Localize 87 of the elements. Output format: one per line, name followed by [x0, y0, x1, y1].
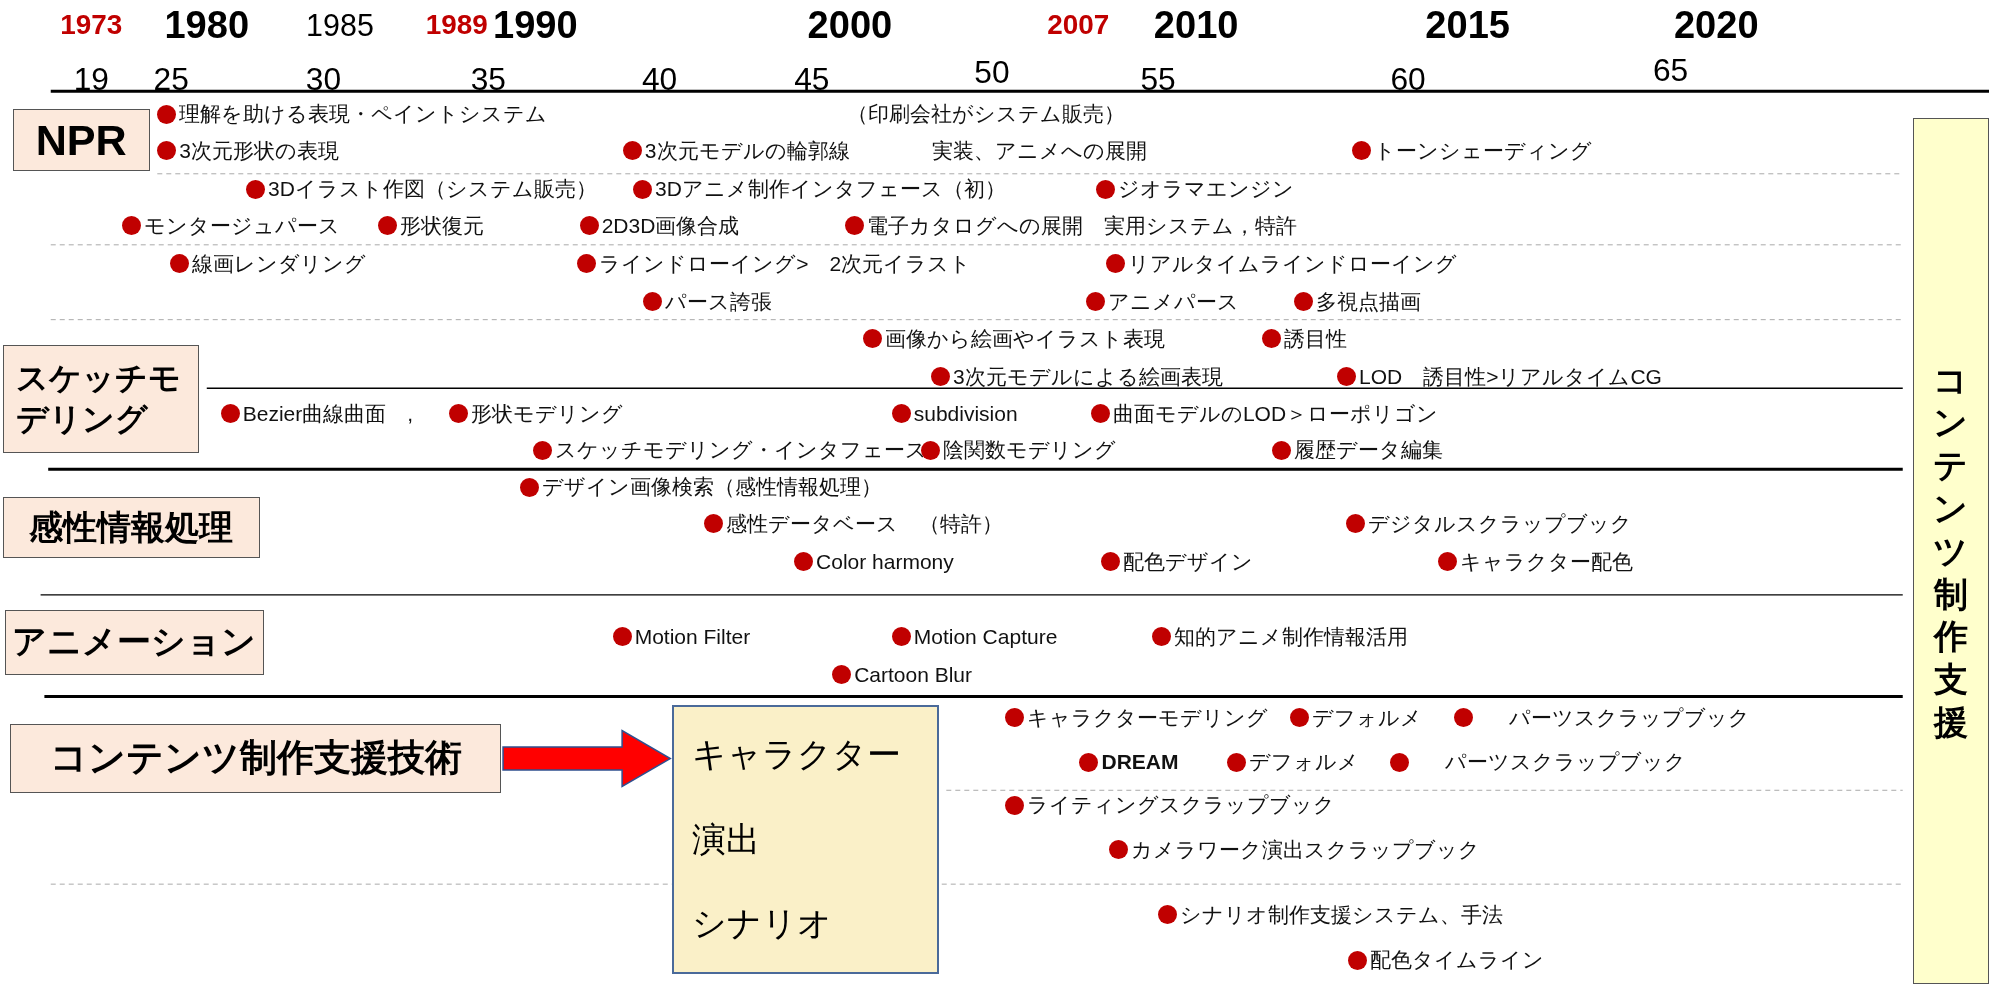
timeline-item: シナリオ制作支援システム、手法	[1180, 901, 1504, 928]
timeline-item: デジタルスクラップブック	[1367, 510, 1632, 537]
timeline-item: ジオラマエンジン	[1117, 176, 1294, 202]
timeline-item: スケッチモデリング・インタフェース	[554, 437, 927, 464]
category-box	[2, 497, 261, 559]
year-label: 2015	[1425, 3, 1510, 47]
timeline-item: subdivision	[913, 401, 1018, 426]
timeline-item: デザイン画像検索（感性情報処理）	[542, 474, 883, 501]
timeline-item: 履歴データ編集	[1294, 437, 1444, 464]
timeline-item: デフォルメ	[1312, 704, 1423, 731]
timeline-item: 3次元形状の表現	[179, 137, 339, 164]
vertical-banner	[1912, 117, 1989, 985]
year-label: 1985	[306, 7, 374, 43]
timeline-item: キャラクターモデリング	[1026, 704, 1268, 731]
category-title: スケッチモデリング	[16, 358, 182, 439]
timeline-item: Cartoon Blur	[854, 662, 972, 687]
timeline-item: 3Dアニメ制作インタフェース（初）	[654, 176, 1006, 202]
timeline-item: アニメパース	[1107, 288, 1239, 315]
timeline-item: ライティングスクラップブック	[1026, 792, 1335, 819]
timeline-item: 3Dイラスト作図（システム販売）	[268, 176, 597, 202]
timeline-item: Motion Capture	[913, 624, 1058, 649]
timeline-item: パース誇張	[665, 288, 773, 315]
category-title: アニメーション	[12, 621, 257, 663]
timeline-item: 実装、アニメへの展開	[932, 137, 1148, 164]
timeline-item: 線画レンダリング	[191, 250, 366, 277]
age-label: 50	[974, 53, 1010, 91]
year-label: 1973	[60, 9, 123, 42]
timeline-item: 理解を助ける表現・ペイントシステム	[179, 101, 548, 128]
timeline-item: 3次元モデルの輪郭線	[644, 137, 850, 164]
timeline-item: 形状モデリング	[471, 400, 624, 427]
year-label: 2020	[1673, 3, 1759, 47]
timeline-item: 知的アニメ制作情報活用	[1173, 623, 1408, 650]
timeline-item: 配色デザイン	[1123, 548, 1254, 575]
topic-box	[672, 705, 939, 975]
age-label: 40	[642, 60, 678, 98]
timeline-item: 配色タイムライン	[1370, 947, 1545, 974]
category-title: コンテンツ制作支援技術	[49, 736, 462, 781]
age-label: 25	[153, 60, 189, 98]
age-label: 19	[73, 60, 109, 98]
category-box	[12, 109, 150, 172]
year-label: 2007	[1047, 9, 1110, 42]
year-label: 2010	[1153, 3, 1239, 47]
timeline-item: 画像から絵画やイラスト表現	[884, 325, 1165, 352]
age-label: 60	[1390, 60, 1426, 98]
age-label: 35	[470, 60, 506, 98]
age-label: 65	[1652, 51, 1689, 89]
timeline-item: Bezier曲線曲面 ,	[242, 400, 414, 427]
timeline-item: （印刷会社がシステム販売）	[847, 101, 1126, 128]
year-label: 1989	[425, 9, 488, 42]
timeline-item: ラインドローイング> 2次元イラスト	[599, 250, 972, 277]
timeline-item: DREAM	[1101, 750, 1179, 775]
timeline-item: Color harmony	[816, 549, 954, 574]
topic-text: キャラクター	[692, 734, 902, 776]
category-box	[2, 345, 200, 453]
timeline-item: カメラワーク演出スクラップブック	[1130, 836, 1480, 863]
timeline-item: 曲面モデルのLOD＞ローポリゴン	[1112, 400, 1439, 427]
timeline-item: トーンシェーディング	[1374, 137, 1593, 164]
timeline-item: キャラクター配色	[1460, 548, 1634, 575]
year-label: 2000	[807, 3, 893, 47]
timeline-item: 陰関数モデリング	[942, 437, 1116, 464]
age-label: 55	[1140, 60, 1176, 98]
timeline-item: 2D3D画像合成	[601, 212, 740, 239]
timeline-item: Motion Filter	[634, 624, 751, 649]
year-label: 1990	[493, 3, 578, 47]
timeline-item: デフォルメ	[1248, 749, 1359, 776]
timeline-item: パーツスクラップブック	[1445, 749, 1687, 776]
timeline-item: 感性データベース （特許）	[726, 510, 1003, 537]
topic-text: 演出	[692, 818, 761, 860]
timeline-item: 電子カタログへの展開 実用システム，特許	[866, 212, 1297, 239]
topic-text: シナリオ	[692, 903, 833, 944]
category-title: NPR	[35, 115, 127, 165]
category-title: コンテンツ制作支援	[1932, 359, 1969, 743]
category-box	[5, 610, 264, 675]
timeline-item: パーツスクラップブック	[1508, 704, 1750, 731]
timeline-item: 多視点描画	[1315, 288, 1421, 315]
block-arrow	[502, 729, 672, 788]
age-label: 45	[794, 60, 830, 98]
timeline-item: リアルタイムラインドローイング	[1128, 250, 1458, 277]
age-label: 30	[305, 60, 342, 98]
timeline-item: 誘目性	[1284, 325, 1348, 352]
timeline-item: モンタージュパース	[143, 212, 340, 239]
timeline-item: LOD 誘目性>リアルタイムCG	[1359, 363, 1662, 390]
category-box	[10, 724, 502, 793]
timeline-item: 形状復元	[400, 212, 484, 239]
timeline-item: 3次元モデルによる絵画表現	[953, 363, 1223, 390]
year-label: 1980	[164, 3, 250, 47]
category-title: 感性情報処理	[29, 506, 234, 548]
